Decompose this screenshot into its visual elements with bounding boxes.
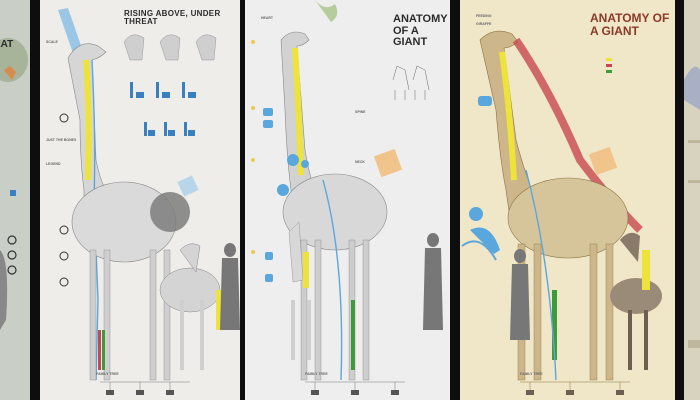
panel1-bottom-label: FAMILY TREE <box>96 372 119 376</box>
panel3-section-label: GIRAFFE <box>476 22 492 26</box>
right-panel <box>684 0 700 400</box>
left-panel: EAT <box>0 0 30 400</box>
panel1-title: RISING ABOVE, UNDER THREAT <box>124 9 221 27</box>
panel2-section-label: HEART <box>261 16 274 20</box>
panel2-illustration <box>251 0 443 395</box>
panel1-section-label: SCALE <box>46 40 58 44</box>
panel1-section-label: JUST THE BONES <box>46 138 77 142</box>
panel3-title: ANATOMY OF A GIANT <box>590 11 670 38</box>
panel3-section-label: FEEDING <box>476 14 492 18</box>
left-panel-title: EAT <box>0 39 14 50</box>
right-panel-art <box>684 66 700 348</box>
panel-rising-above: RISING ABOVE, UNDER THREAT SCALE JUST TH… <box>40 0 240 400</box>
panel2-title: ANATOMY OF A GIANT <box>393 13 448 49</box>
panel2-section-label: NECK <box>355 160 365 164</box>
panel3-bottom-label: FAMILY TREE <box>520 372 543 376</box>
panel1-illustration <box>58 8 240 395</box>
panel2-section-label: SPINE <box>355 110 366 114</box>
panel-anatomy-grey: ANATOMY OF A GIANT HEART SPINE NECK FAMI… <box>245 0 450 400</box>
panel3-illustration <box>461 30 662 395</box>
panel2-bottom-label: FAMILY TREE <box>305 372 328 376</box>
panel1-legend-label: LEGEND <box>46 162 61 166</box>
panel-anatomy-parchment: ANATOMY OF A GIANT FEEDING GIRAFFE FAMIL… <box>460 0 675 400</box>
left-panel-art <box>0 38 28 330</box>
